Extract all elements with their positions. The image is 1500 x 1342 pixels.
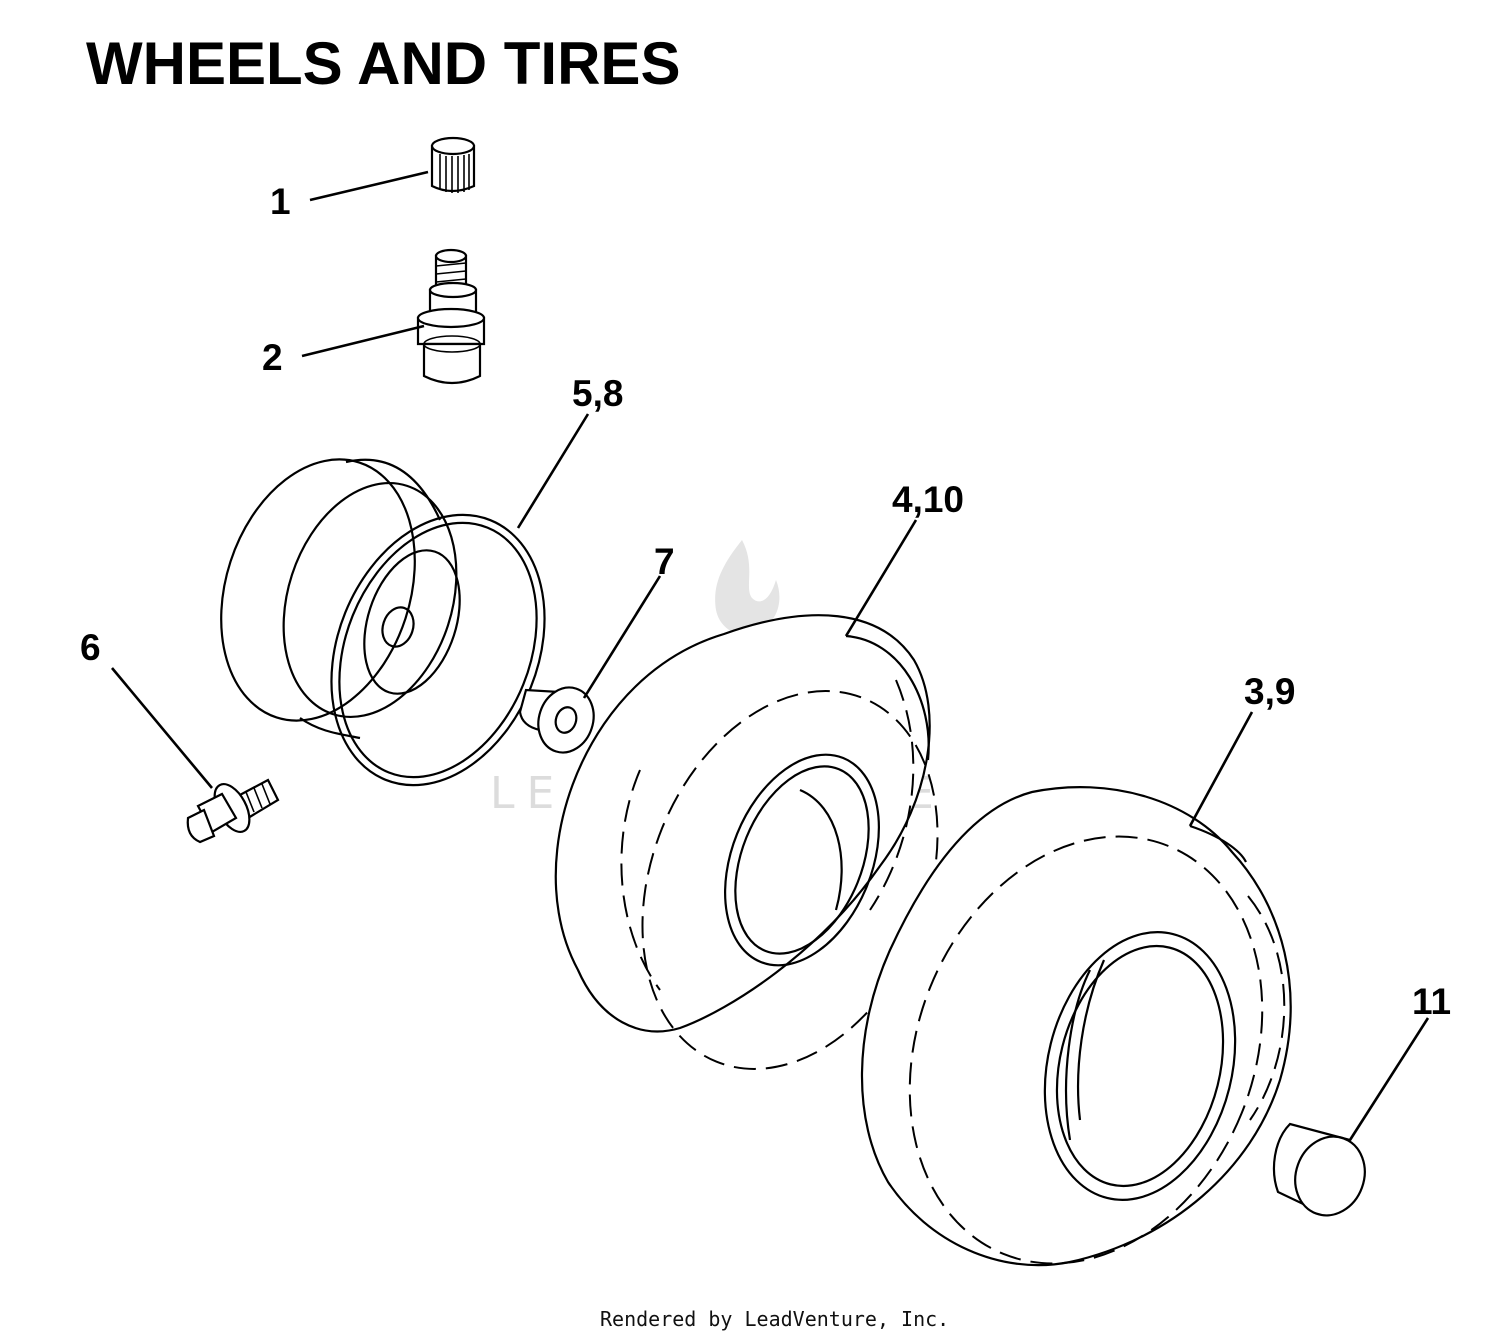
callout-2: 2 — [262, 337, 283, 378]
valve-cap-icon — [430, 136, 476, 193]
wheel-rim-icon — [220, 458, 546, 787]
grease-fitting-icon — [186, 778, 280, 844]
tire-icon — [554, 614, 939, 1070]
callout-1: 1 — [270, 181, 291, 222]
leader-line-5-8 — [516, 413, 590, 529]
leader-line-1 — [309, 170, 429, 202]
callout-4-10: 4,10 — [892, 479, 964, 520]
callout-6: 6 — [80, 627, 101, 668]
leader-line-11 — [1348, 1017, 1430, 1141]
callout-3-9: 3,9 — [1244, 671, 1295, 712]
bushing-icon — [518, 686, 595, 754]
leader-line-7 — [582, 575, 662, 699]
valve-stem-icon — [416, 248, 486, 385]
rendered-by-credit: Rendered by LeadVenture, Inc. — [600, 1307, 949, 1331]
leader-line-2 — [301, 324, 425, 358]
callout-5-8: 5,8 — [572, 373, 623, 414]
callout-7: 7 — [654, 541, 675, 582]
leader-line-4-10 — [844, 519, 918, 637]
hub-cap-icon — [1272, 1122, 1366, 1217]
diagram-title: WHEELS AND TIRES — [86, 30, 680, 97]
leader-line-6 — [111, 667, 213, 789]
tire-icon — [860, 786, 1292, 1267]
leader-line-3-9 — [1188, 711, 1254, 827]
callout-11: 11 — [1412, 981, 1451, 1022]
